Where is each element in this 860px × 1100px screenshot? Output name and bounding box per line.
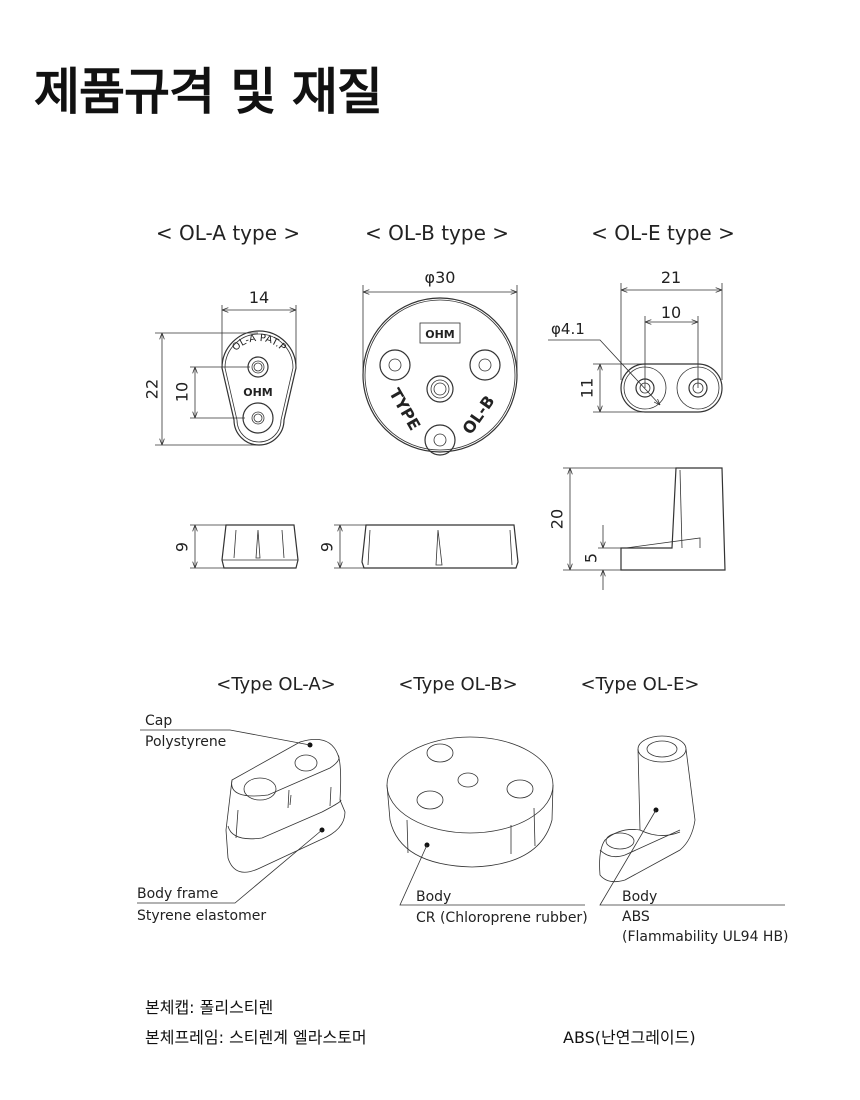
ol-b-dim-side: 9 (318, 542, 337, 552)
ol-e-top-view: 21 10 φ4.1 11 (548, 268, 723, 413)
page-title: 제품규격 및 재질 (34, 63, 383, 121)
ol-e-body-material: ABS (622, 909, 650, 925)
ol-e-dim-base: 5 (582, 553, 601, 563)
cap-label: Cap (145, 713, 172, 729)
svg-text:OL-A PAT.P: OL-A PAT.P (230, 333, 287, 354)
note-cap: 본체캡: 폴리스티렌 (145, 998, 274, 1017)
ol-a-engraving: OL-A PAT.P (230, 333, 287, 354)
ol-b-body-material: CR (Chloroprene rubber) (416, 910, 588, 926)
ol-a-top-view: OHM OL-A PAT.P 14 22 10 (143, 288, 297, 446)
ol-e-dim-hole: φ4.1 (551, 320, 585, 338)
ol-e-dim-height: 11 (578, 378, 597, 398)
cap-material: Polystyrene (145, 734, 226, 750)
frame-material: Styrene elastomer (137, 908, 266, 924)
ol-b-dim-diameter: φ30 (425, 268, 456, 287)
ol-a-dim-pitch: 10 (173, 382, 192, 402)
type-ol-a-heading: <Type OL-A> (216, 674, 336, 695)
ol-b-top-view: OHM TYPE OL-B φ30 (362, 268, 518, 456)
ol-e-heading: < OL-E type > (591, 221, 735, 245)
ol-a-logo: OHM (243, 386, 273, 399)
note-abs: ABS(난연그레이드) (563, 1028, 696, 1047)
ol-e-isometric (599, 735, 785, 906)
ol-e-dim-side-height: 20 (548, 509, 567, 529)
ol-b-isometric (386, 736, 585, 906)
type-ol-b-heading: <Type OL-B> (398, 674, 517, 695)
ol-b-body-label: Body (416, 889, 451, 905)
ol-b-logo: OHM (425, 328, 455, 341)
note-frame: 본체프레임: 스티렌계 엘라스토머 (145, 1028, 367, 1047)
ol-a-dim-side: 9 (173, 542, 192, 552)
ol-e-dim-pitch: 10 (661, 303, 681, 322)
ol-b-side-view: 9 (318, 524, 519, 569)
ol-a-dim-width: 14 (249, 288, 269, 307)
ol-a-heading: < OL-A type > (156, 221, 300, 245)
ol-a-side-view: 9 (173, 524, 299, 569)
ol-e-body-note: (Flammability UL94 HB) (622, 929, 789, 945)
ol-e-side-view: 20 5 (548, 467, 726, 590)
ol-a-isometric (137, 729, 346, 904)
type-ol-e-heading: <Type OL-E> (581, 674, 700, 695)
frame-label: Body frame (137, 886, 218, 902)
ol-b-engraving-left: TYPE (385, 385, 424, 434)
ol-a-dim-height: 22 (143, 379, 162, 399)
ol-e-dim-width: 21 (661, 268, 681, 287)
ol-b-heading: < OL-B type > (365, 221, 509, 245)
ol-e-body-label: Body (622, 889, 657, 905)
